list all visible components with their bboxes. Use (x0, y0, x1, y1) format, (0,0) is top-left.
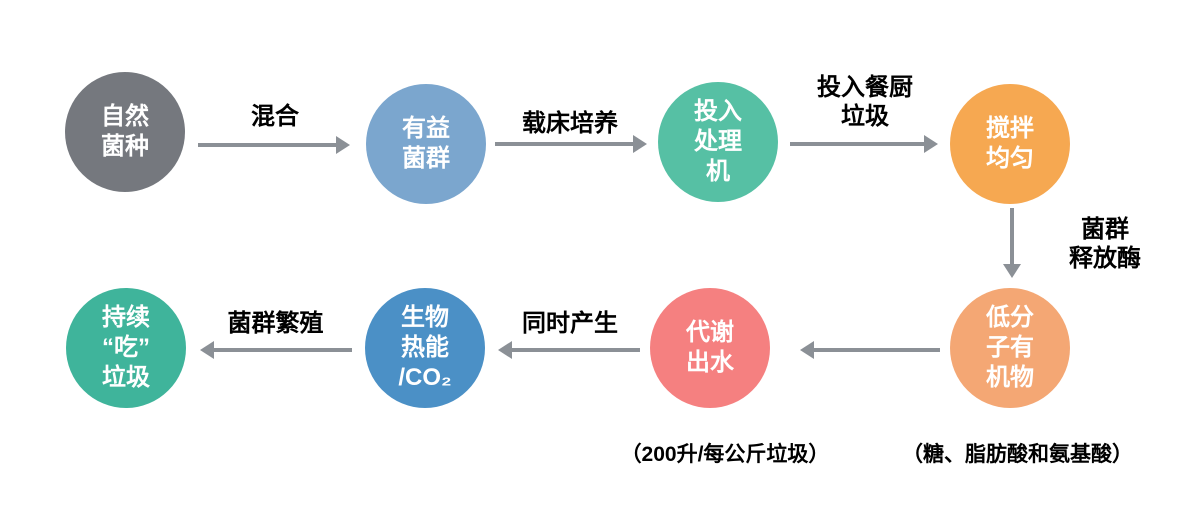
node-label-line: 垃圾 (102, 364, 150, 391)
node-bio-heat-co2: 生物 热能 /CO₂ (365, 288, 485, 408)
edge-label-line: 菌群 (1081, 216, 1129, 243)
arrowhead-down-icon (1003, 264, 1021, 278)
arrowhead-left-icon (200, 341, 214, 359)
edge-label-release-enzyme: 菌群 释放酶 (1030, 216, 1180, 274)
arrow-shaft (214, 348, 352, 352)
node-beneficial-bacteria: 有益 菌群 (366, 84, 486, 204)
node-label-line: “吃” (102, 334, 150, 361)
edge-label-line: 释放酶 (1069, 244, 1141, 272)
node-stir-evenly: 搅拌 均匀 (950, 84, 1070, 204)
arrowhead-right-icon (633, 135, 647, 153)
arrow-carrier-bed (495, 135, 647, 153)
node-label-line: 有益 (402, 115, 450, 142)
node-label-line: 自然 (101, 103, 149, 130)
edge-label-mix: 混合 (251, 103, 299, 130)
arrow-shaft (814, 348, 940, 352)
annotation-water-volume: （200升/每公斤垃圾） (620, 443, 830, 466)
node-label-line: 生物 (401, 304, 449, 331)
annotation-organics-composition: （糖、脂肪酸和氨基酸） (902, 443, 1133, 466)
edge-label-add-kitchen-waste: 投入餐厨 垃圾 (786, 74, 944, 132)
arrow-shaft (790, 142, 924, 146)
node-label-line: 投入 (694, 98, 742, 125)
arrow-simultaneously-produce (498, 341, 640, 359)
node-label-line: 处理 (694, 128, 742, 155)
edge-label-carrier-bed: 载床培养 (522, 110, 618, 137)
arrow-shaft (495, 142, 633, 146)
arrow-release-enzyme (1003, 208, 1021, 278)
edge-label-bacteria-reproduce: 菌群繁殖 (227, 310, 324, 337)
arrow-shaft (1010, 208, 1014, 264)
node-natural-bacteria: 自然 菌种 (65, 72, 185, 192)
node-label-line: /CO₂ (398, 364, 452, 391)
node-keep-eating-waste: 持续 “吃” 垃圾 (66, 288, 186, 408)
arrowhead-left-icon (498, 341, 512, 359)
node-label-line: 均匀 (986, 145, 1034, 172)
edge-label-line: 投入餐厨 (817, 74, 913, 101)
node-into-processor: 投入 处理 机 (658, 82, 778, 202)
node-label-line: 低分 (986, 304, 1034, 331)
arrow-shaft (512, 348, 640, 352)
edge-label-simultaneously-produce: 同时产生 (522, 310, 618, 337)
arrow-organics-to-water (800, 341, 940, 359)
arrow-bacteria-reproduce (200, 341, 352, 359)
node-label-line: 子有 (986, 334, 1034, 361)
arrowhead-right-icon (336, 136, 350, 154)
edge-label-line: 垃圾 (841, 102, 889, 130)
node-label-line: 代谢 (686, 319, 734, 346)
node-label-line: 菌种 (101, 133, 149, 160)
node-label-line: 持续 (102, 304, 150, 331)
node-label-line: 机 (706, 158, 730, 185)
node-label-line: 搅拌 (986, 115, 1034, 142)
node-label-line: 热能 (401, 334, 449, 361)
arrow-shaft (198, 143, 336, 147)
arrowhead-right-icon (924, 135, 938, 153)
arrowhead-left-icon (800, 341, 814, 359)
node-label-line: 出水 (686, 349, 734, 376)
node-low-molecular-organics: 低分 子有 机物 (950, 288, 1070, 408)
arrow-add-kitchen-waste (790, 135, 938, 153)
node-label-line: 菌群 (402, 145, 450, 172)
node-metabolic-water: 代谢 出水 (650, 288, 770, 408)
arrow-mix (198, 136, 350, 154)
node-label-line: 机物 (986, 364, 1034, 391)
